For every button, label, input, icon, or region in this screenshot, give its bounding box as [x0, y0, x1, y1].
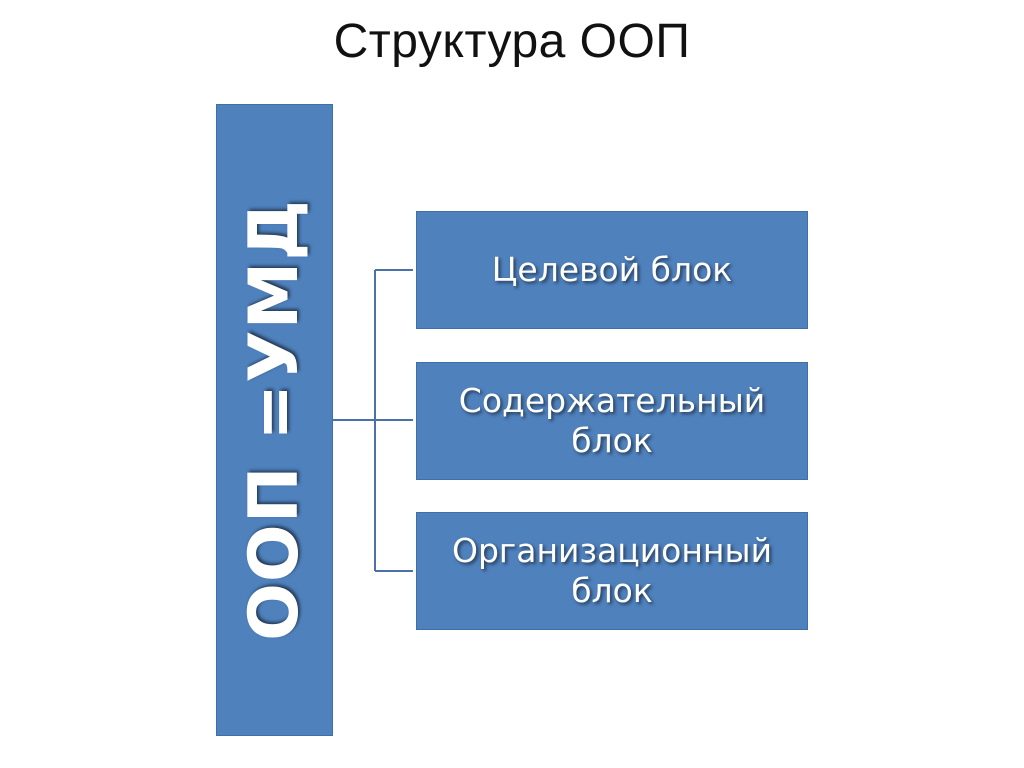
root-node-box: ООП =УМД — [216, 104, 333, 736]
child-node-organizational-block: Организационный блок — [416, 512, 808, 630]
child-node-label-line1: Содержательный — [458, 380, 766, 420]
child-node-label-line2: блок — [571, 421, 653, 460]
child-node-label-line1: Целевой блок — [491, 249, 733, 289]
page-title: Структура ООП — [333, 15, 691, 68]
child-node-label-line2: блок — [571, 571, 653, 610]
child-node-label: Организационный блок — [448, 531, 776, 612]
child-node-target-block: Целевой блок — [416, 211, 808, 329]
child-node-label: Целевой блок — [488, 250, 736, 290]
child-node-label-line1: Организационный — [451, 530, 773, 570]
child-node-label: Содержательный блок — [455, 381, 769, 462]
child-node-content-block: Содержательный блок — [416, 362, 808, 480]
